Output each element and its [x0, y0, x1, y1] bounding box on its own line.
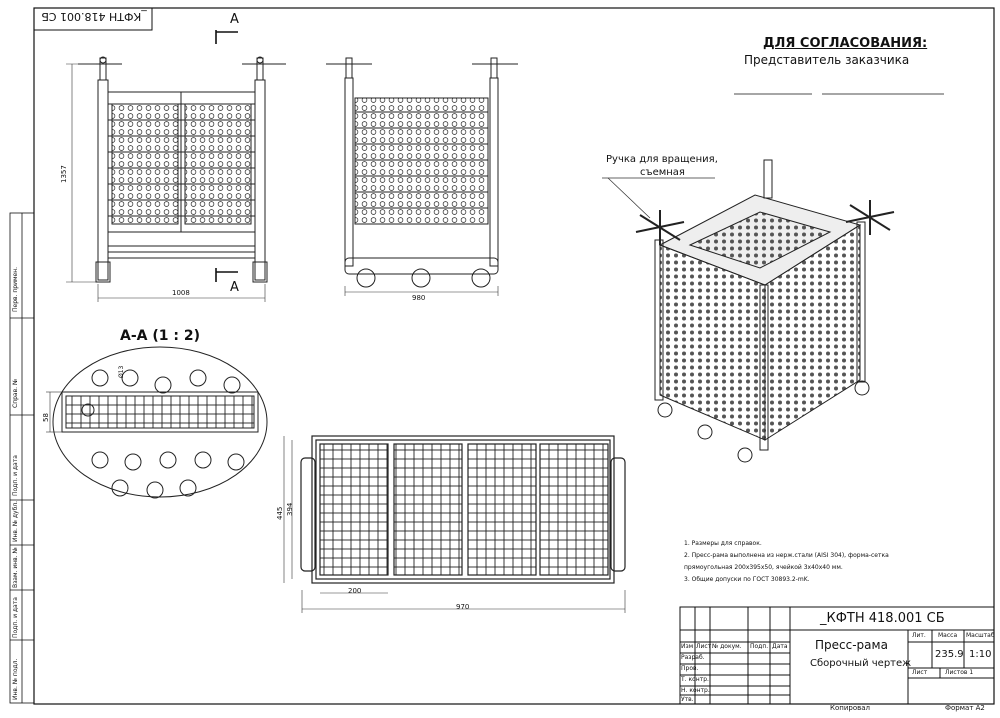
format-label: Формат А2	[945, 704, 985, 712]
top-stamp-box	[33, 7, 153, 31]
tb-row-checked: Пров.	[681, 665, 699, 672]
tb-header-date: Дата	[772, 643, 788, 650]
dim-plan-445: 445	[276, 506, 284, 520]
section-title: А-А (1 : 2)	[120, 328, 200, 344]
tb-name: Пресс-рама	[815, 638, 888, 652]
section-mark-bottom: А	[230, 280, 239, 295]
tb-sheet-label: Лист	[912, 669, 928, 676]
side-dimension-lines	[344, 286, 499, 296]
note-1: 1. Размеры для справок.	[684, 540, 762, 547]
dim-plan-970: 970	[456, 603, 470, 611]
front-dimension-lines	[66, 63, 266, 302]
copied-by-label: Копировал	[830, 704, 870, 712]
tb-designation: _КФТН 418.001 СБ	[820, 611, 945, 626]
dim-plan-200: 200	[348, 587, 362, 595]
front-view	[78, 56, 286, 283]
callout-leader	[602, 177, 715, 219]
note-2-cont: прямоугольная 200х395х50, ячейкой 3х40х4…	[684, 564, 843, 571]
plan-dimension-lines	[283, 436, 626, 613]
callout-line2: съемная	[640, 167, 685, 178]
side-stamp-3: Подп. и дата	[12, 455, 19, 496]
section-dimension-lines	[46, 391, 62, 433]
section-view	[52, 346, 268, 499]
section-cut-marks	[215, 30, 238, 282]
note-3: 3. Общие допуски по ГОСТ 30893.2-mK.	[684, 576, 810, 583]
tb-lit-label: Лит.	[912, 632, 926, 639]
side-stamp-7: Инв. № подл.	[12, 658, 19, 700]
plan-view	[300, 435, 626, 584]
tb-row-approved: Утв.	[681, 696, 694, 703]
dim-plan-394: 394	[286, 502, 294, 516]
approval-title: ДЛЯ СОГЛАСОВАНИЯ:	[763, 36, 928, 51]
side-stamp-4: Инв. № дубл.	[12, 500, 19, 542]
title-block	[679, 606, 995, 705]
side-stamp-5: Взам. инв. №	[12, 547, 19, 588]
tb-header-sign: Подп.	[750, 643, 769, 650]
isometric-view	[635, 159, 895, 463]
tb-header-list: Лист	[696, 643, 712, 650]
dim-front-width: 1008	[172, 289, 190, 297]
tb-mass: 235.9	[935, 649, 964, 660]
dim-side-width: 980	[412, 294, 426, 302]
tb-row-developed: Разраб.	[681, 654, 705, 661]
side-stamp-6: Подп. и дата	[12, 597, 19, 638]
tb-scale: 1:10	[969, 649, 992, 660]
callout-line1: Ручка для вращения,	[606, 154, 718, 165]
tb-row-ncontrol: Н. контр.	[681, 687, 710, 694]
tb-scale-label: Масштаб	[966, 632, 995, 639]
tb-sheets-label: Листов 1	[945, 669, 974, 676]
side-stamp-1: Перв. примен.	[12, 266, 19, 312]
tb-header-doc: № докум.	[712, 643, 742, 650]
section-mark-top: А	[230, 12, 239, 27]
note-2: 2. Пресс-рама выполнена из нерж.стали (A…	[684, 552, 889, 559]
tb-mass-label: Масса	[938, 632, 958, 639]
dim-front-height: 1357	[60, 165, 68, 183]
side-view	[326, 57, 518, 288]
dim-section-58: 58	[42, 413, 50, 422]
side-stamp-2: Справ. №	[12, 378, 19, 408]
dim-section-diameter: Ø13	[118, 365, 125, 378]
tb-doc-type: Сборочный чертеж	[810, 658, 912, 669]
approval-subtitle: Представитель заказчика	[744, 53, 910, 67]
tb-header-izm: Изм	[681, 643, 694, 650]
tb-row-tcontrol: Т. контр.	[681, 676, 709, 683]
side-stamp	[9, 212, 35, 704]
top-stamp-text: _КФТН 418.001 СБ	[41, 10, 147, 23]
